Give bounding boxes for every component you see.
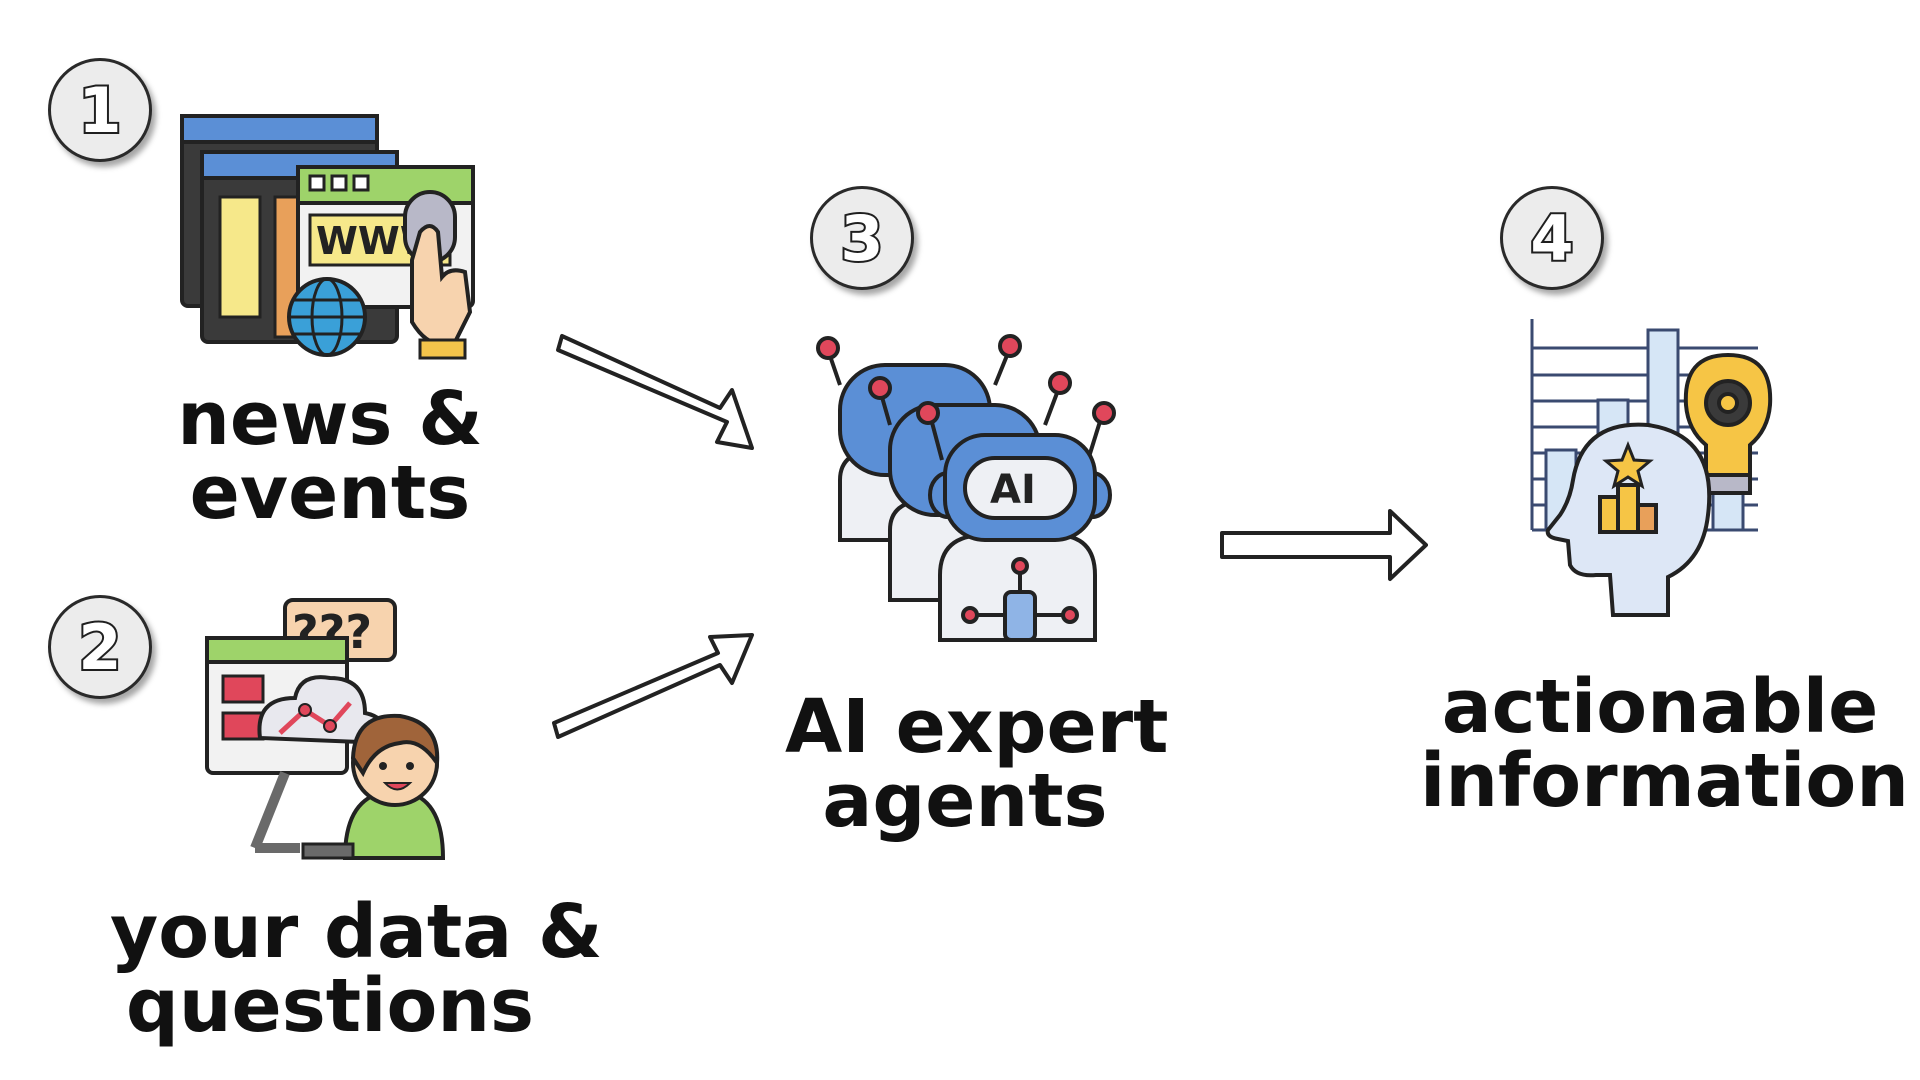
arrow-agents-to-information [1220, 509, 1428, 581]
browser-windows-icon: WWW [180, 114, 475, 360]
arrow-news-to-agents [556, 334, 754, 450]
step-3-badge: 3 [810, 186, 914, 290]
ai-text: AI [990, 467, 1036, 513]
step-1-label: news &events [177, 376, 483, 536]
step-2-label: your data &questions [110, 889, 603, 1049]
head-chart-lightbulb-icon [1530, 319, 1773, 617]
step-1-badge: 1 [48, 58, 152, 162]
person-computer-question-icon: ??? [205, 598, 446, 860]
robot-agents-icon: AI [816, 334, 1116, 642]
arrow-data-to-agents [552, 633, 754, 739]
step-4-badge: 4 [1500, 186, 1604, 290]
step-2-badge: 2 [48, 595, 152, 699]
